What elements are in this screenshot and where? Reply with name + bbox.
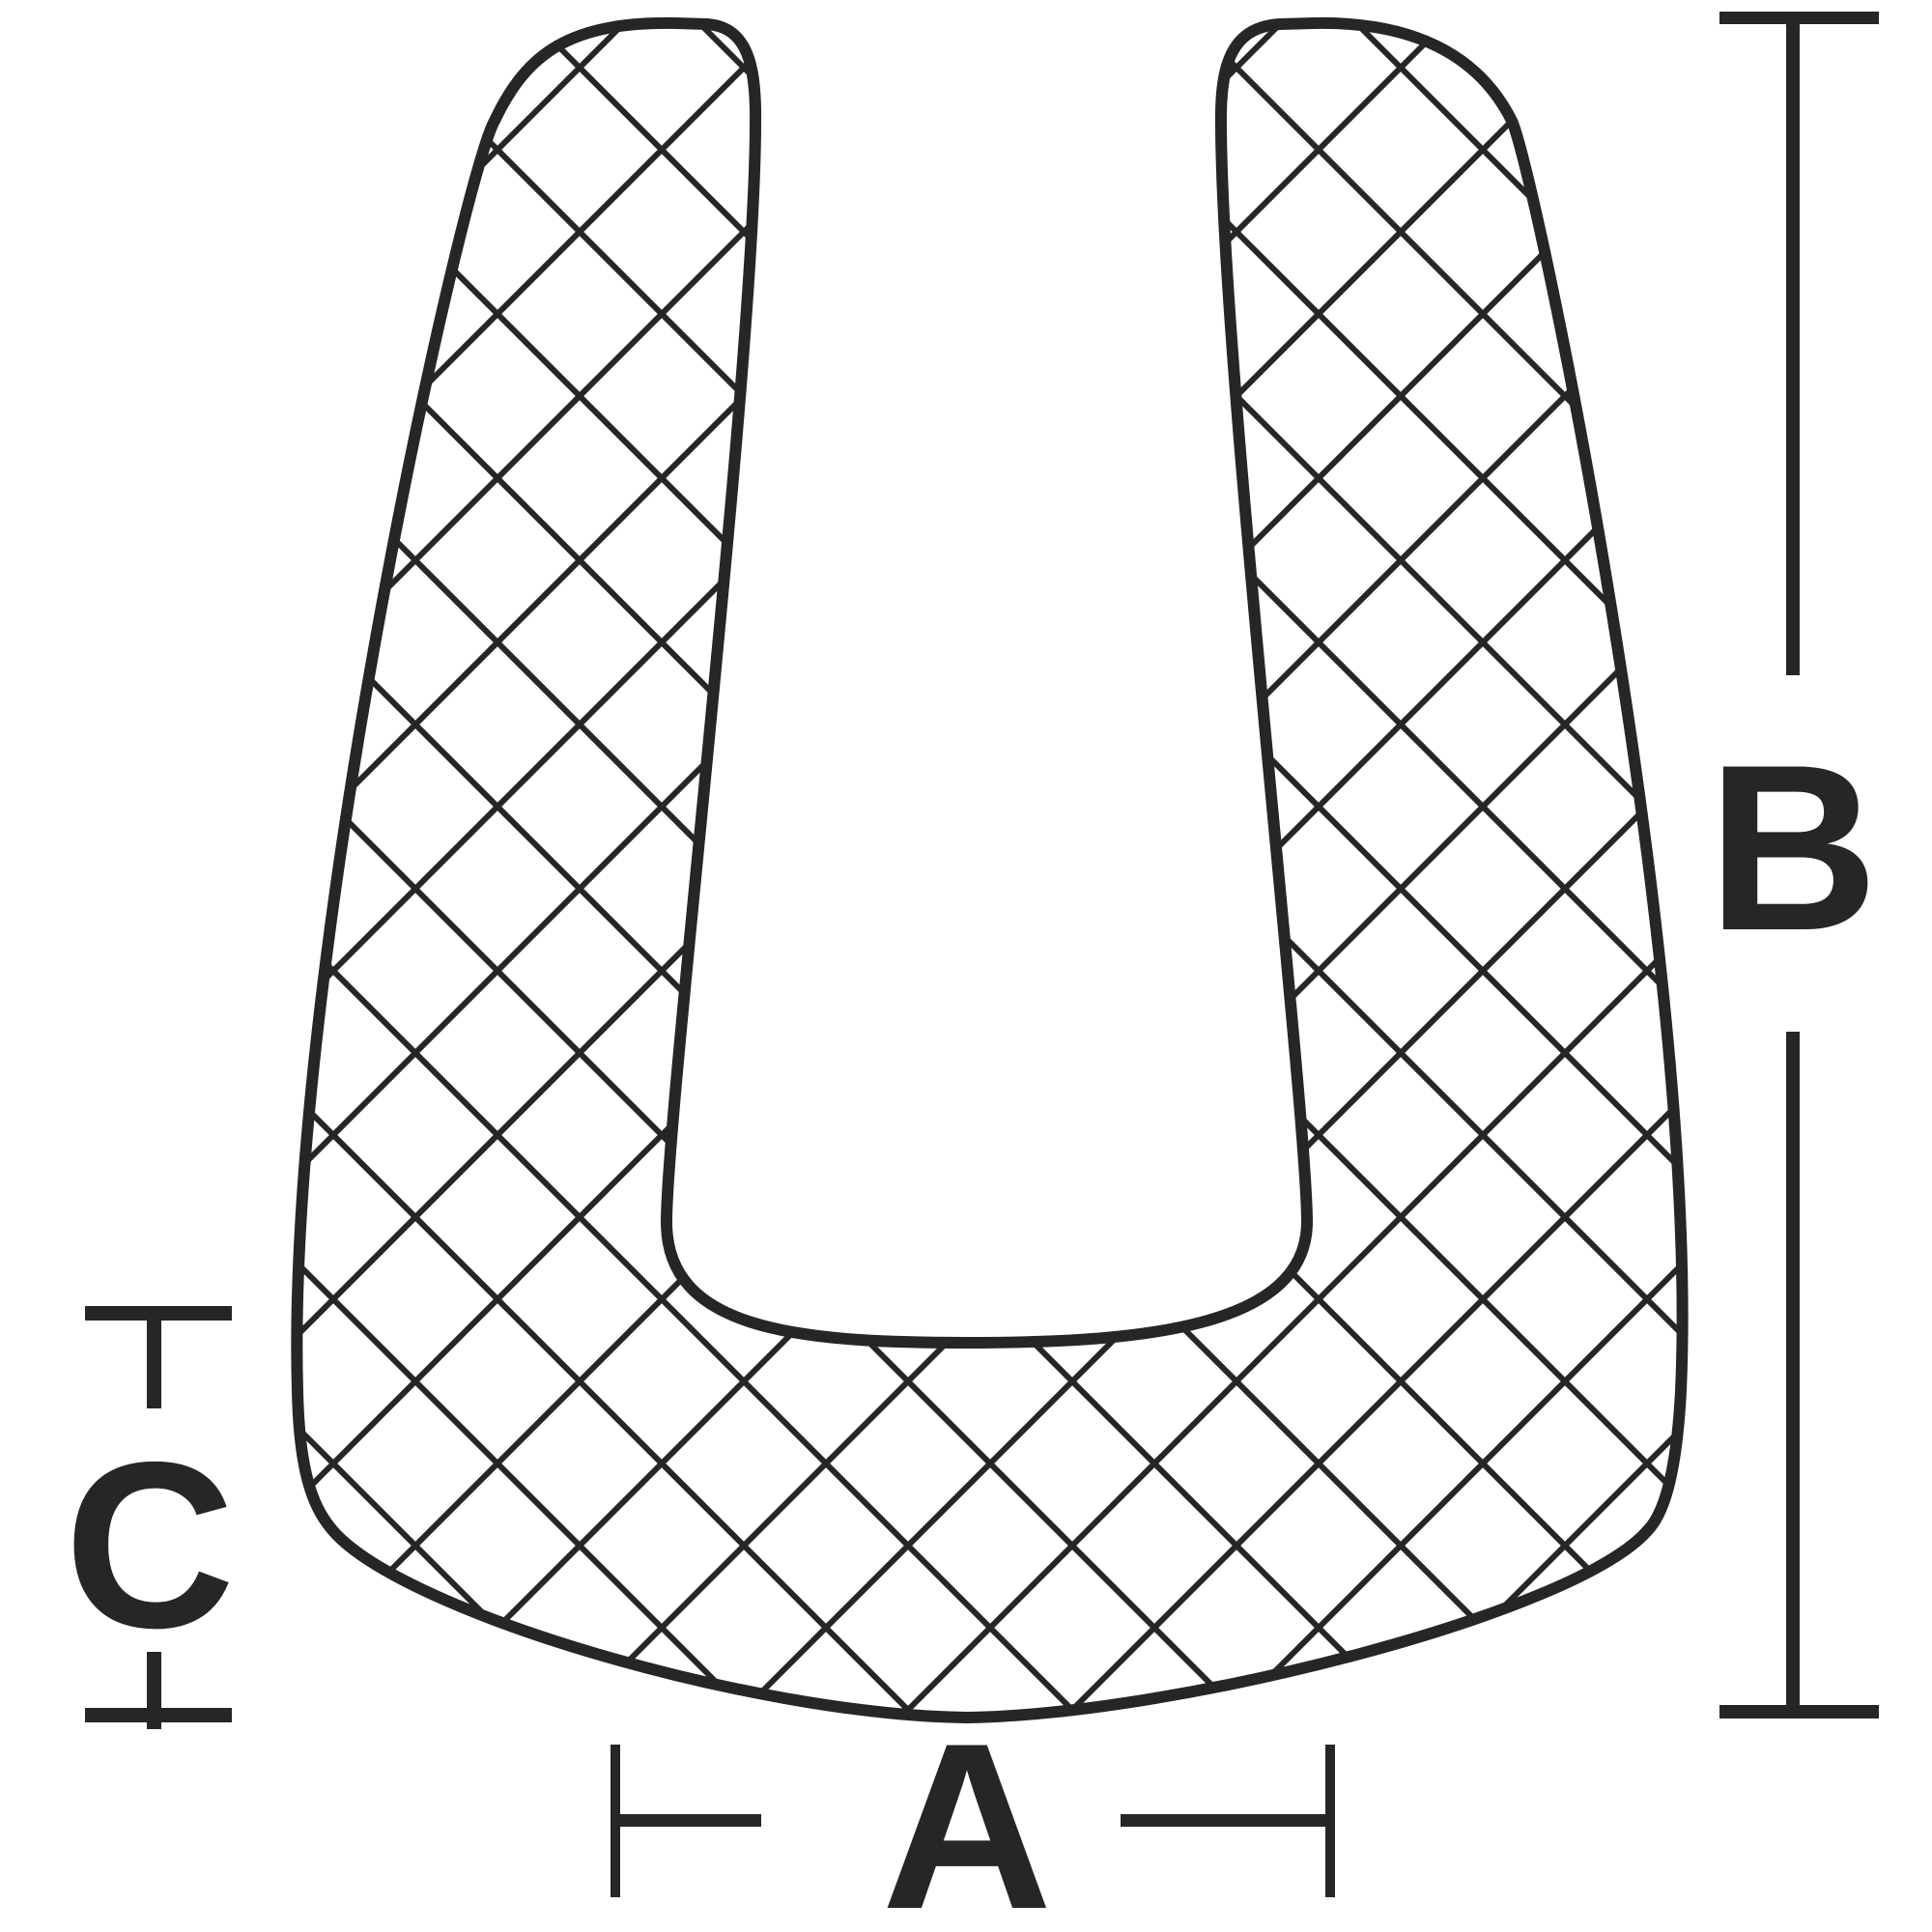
hatch-line — [297, 22, 1683, 515]
hatch-line — [0, 0, 1932, 19]
dimension-c-label: C — [65, 1412, 236, 1677]
hatch-line — [297, 22, 1683, 1719]
hatch-line — [297, 22, 1683, 1172]
hatch-line — [297, 441, 1683, 1719]
dimension-c-bottom-tick — [85, 1708, 232, 1722]
hatch-line — [297, 22, 1683, 1719]
dimension-a-right-line — [1121, 1814, 1331, 1827]
dimension-c: C — [65, 1306, 236, 1729]
hatch-line — [297, 22, 1683, 1452]
dimension-a-right-tick — [1325, 1745, 1335, 1897]
dimension-b-lower-line — [1786, 1032, 1800, 1710]
hatch-line — [297, 22, 1683, 467]
hatch-line — [297, 161, 1683, 1719]
hatch-line — [297, 22, 1683, 1288]
hatch-line — [297, 22, 1683, 302]
dimension-c-upper-line — [147, 1306, 161, 1408]
hatch-line — [297, 22, 1683, 351]
hatch-line — [297, 22, 1683, 186]
dimension-a-left-line — [611, 1814, 761, 1827]
hatch-line — [297, 277, 1683, 1719]
dimension-b-bottom-tick — [1719, 1705, 1879, 1719]
hatch-line — [297, 22, 1683, 1500]
hatch-line — [297, 22, 1683, 138]
hatch-line — [297, 22, 1683, 795]
hatch-line — [297, 326, 1683, 1719]
dimension-b-upper-line — [1786, 12, 1800, 675]
hatch-line — [297, 22, 1683, 1123]
hatch-line — [297, 22, 1683, 843]
dimension-a: A — [611, 1693, 1335, 1932]
hatch-line — [297, 490, 1683, 1719]
dimension-a-label: A — [882, 1693, 1053, 1932]
dimension-b-label: B — [1708, 715, 1879, 980]
dimension-b: B — [1708, 12, 1879, 1719]
hatch-line — [297, 22, 1683, 679]
hatch-line — [297, 113, 1683, 1719]
hatch-line — [297, 22, 1683, 631]
profile-outline — [291, 16, 1689, 1723]
